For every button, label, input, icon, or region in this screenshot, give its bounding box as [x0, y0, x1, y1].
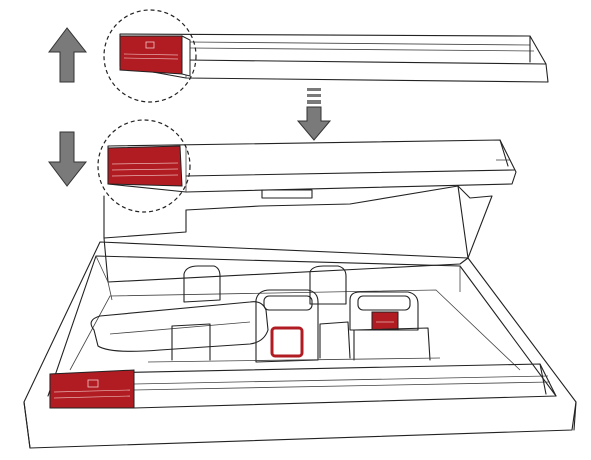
red-clip-top	[119, 35, 191, 77]
red-clip-middle	[107, 145, 183, 187]
detail-circle-top	[103, 9, 197, 103]
red-block-right	[371, 311, 399, 331]
open-box	[23, 185, 577, 449]
rail-top	[119, 33, 549, 83]
down-arrow-icon	[48, 131, 88, 187]
up-arrow-icon	[48, 27, 88, 83]
rail-middle	[107, 139, 517, 193]
red-clip-bottom	[49, 369, 135, 409]
red-frame-marker	[270, 326, 304, 358]
detail-circle-middle	[97, 119, 191, 213]
rail-bottom	[49, 363, 557, 409]
insert-down-arrow-icon	[296, 88, 332, 141]
